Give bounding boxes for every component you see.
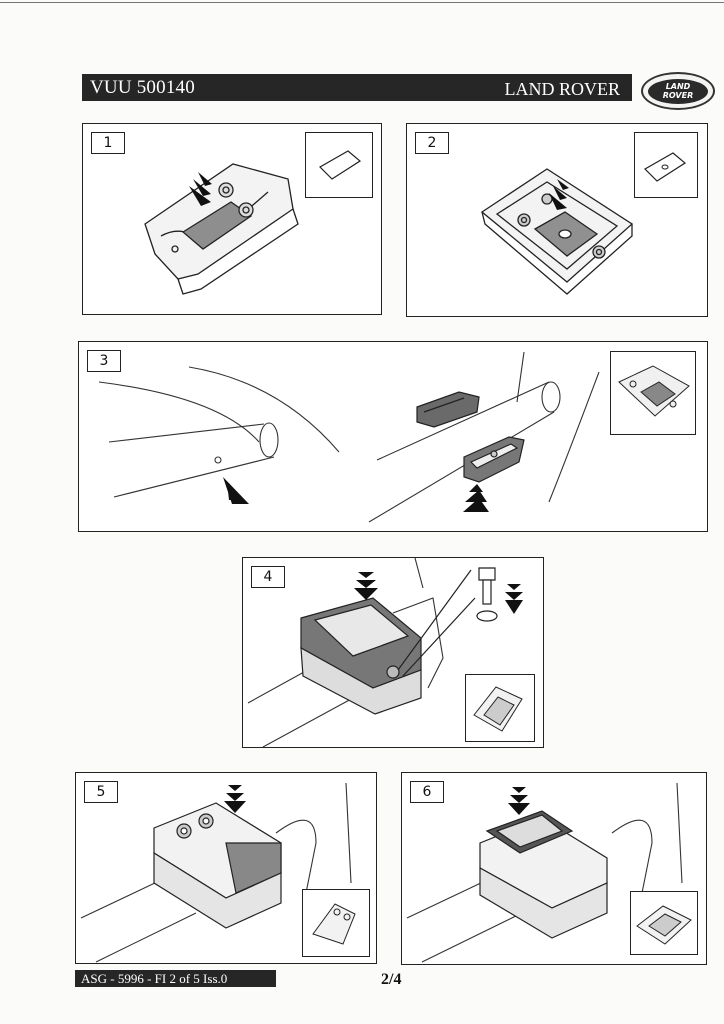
- step-2-panel: 2: [406, 123, 708, 317]
- step-1-inset-pad: [305, 132, 373, 198]
- land-rover-logo: LAND ROVER: [641, 72, 715, 110]
- step-1-illustration: [144, 163, 299, 295]
- step-5-panel: 5: [75, 772, 377, 964]
- brand-name: LAND ROVER: [504, 79, 621, 99]
- header-bar: VUU 500140 LAND ROVER: [82, 74, 632, 101]
- step-4-inset-clamp: [465, 674, 535, 742]
- step-1-number: 1: [91, 132, 125, 154]
- step-6-illustration: [406, 782, 683, 963]
- clamp-cover-icon: [312, 903, 356, 945]
- scan-edge-line: [0, 2, 724, 3]
- step-4-panel: 4: [242, 557, 544, 748]
- step-4-illustration: [247, 558, 523, 747]
- step-3-number: 3: [87, 350, 121, 372]
- clamp-assembly-icon: [618, 365, 690, 417]
- step-3-panel: 3: [78, 341, 708, 532]
- step-2-inset-pad: [634, 132, 698, 198]
- step-2-number: 2: [415, 132, 449, 154]
- logo-text-line2: ROVER: [662, 91, 694, 100]
- adhesive-pad-hole-icon: [644, 152, 687, 182]
- document-code: ASG - 5996 - FI 2 of 5 Iss.0: [75, 970, 276, 987]
- step-6-inset-clamp: [630, 891, 698, 955]
- adhesive-pad-icon: [319, 150, 362, 180]
- step-3-illustration: [98, 351, 600, 523]
- step-4-number: 4: [251, 566, 285, 588]
- step-5-inset-cover: [302, 889, 370, 957]
- clamp-plate-icon: [636, 905, 692, 945]
- step-1-panel: 1: [82, 123, 382, 315]
- step-5-number: 5: [84, 781, 118, 803]
- step-6-panel: 6: [401, 772, 707, 965]
- step-3-inset-clamp: [610, 351, 696, 435]
- step-2-illustration: [480, 168, 634, 295]
- clamp-top-icon: [473, 686, 523, 732]
- part-number: VUU 500140: [90, 77, 195, 98]
- step-5-illustration: [80, 782, 352, 963]
- step-6-number: 6: [410, 781, 444, 803]
- logo-oval: LAND ROVER: [648, 78, 708, 104]
- page-number: 2/4: [381, 971, 402, 988]
- logo-text-line1: LAND: [665, 82, 691, 91]
